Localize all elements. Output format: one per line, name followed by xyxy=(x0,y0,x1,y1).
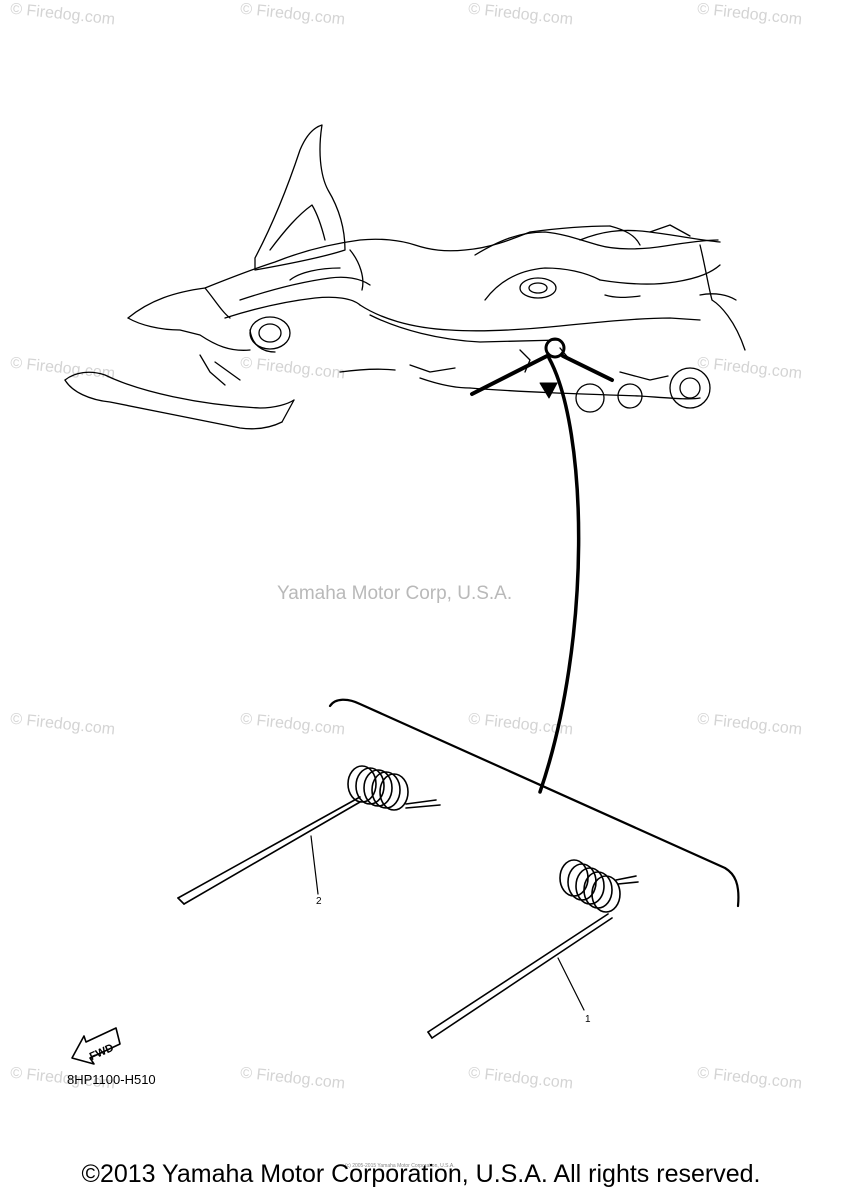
torsion-spring-part-2 xyxy=(177,765,441,905)
callout-part-1: 1 xyxy=(585,1014,591,1025)
corp-watermark: Yamaha Motor Corp, U.S.A. xyxy=(277,583,513,604)
locator-callout xyxy=(470,337,614,794)
snowmobile-illustration xyxy=(64,124,746,430)
fwd-arrow-icon: FWD xyxy=(71,1027,121,1065)
part-code: 8HP1100-H510 xyxy=(67,1072,156,1087)
fwd-label: FWD xyxy=(88,1042,116,1063)
detail-bracket xyxy=(328,698,740,908)
tiny-print: (c) 2005-2015 Yamaha Motor Corporation, … xyxy=(345,1163,455,1169)
copyright-footer: ©2013 Yamaha Motor Corporation, U.S.A. A… xyxy=(81,1160,761,1188)
torsion-spring-part-1 xyxy=(427,859,639,1039)
callout-part-2: 2 xyxy=(316,896,322,907)
